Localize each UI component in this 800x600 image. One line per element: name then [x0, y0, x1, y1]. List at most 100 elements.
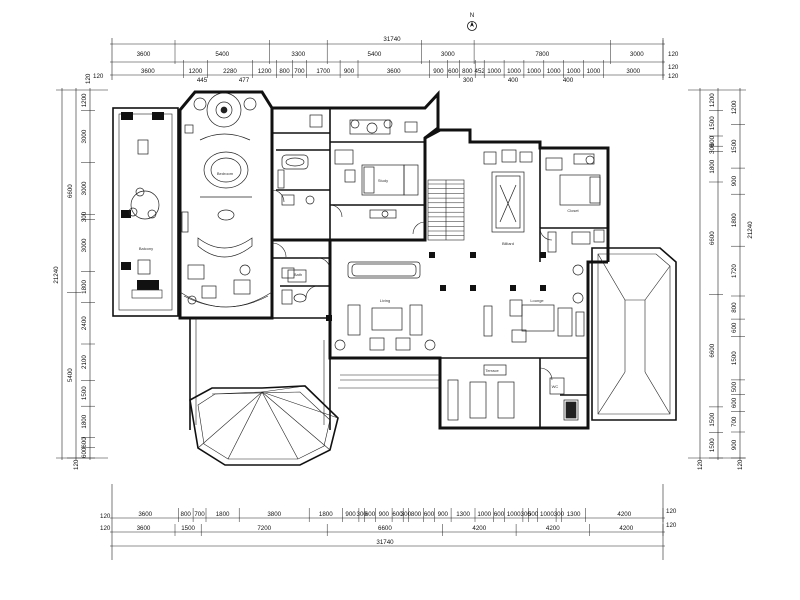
bottom-dim-a-8: 600	[365, 511, 376, 518]
exterior-walls	[112, 90, 677, 430]
left-dim-b-6: 2400	[81, 316, 88, 330]
bottom-dim-b-5: 4200	[546, 525, 560, 532]
bottom-dim-b-1: 1500	[181, 525, 195, 532]
stair-steps	[428, 183, 464, 236]
room-label-billiard: Billiard	[502, 241, 514, 246]
right-dim-b-4: 1720	[731, 264, 738, 278]
left-dim-b-2: 3000	[81, 181, 88, 195]
billiard-room-furniture	[483, 149, 533, 233]
top-dim-b-7: 900	[344, 68, 355, 75]
left-dim-b-0: 1200	[81, 93, 88, 107]
top-dim-c-4: 400	[563, 77, 574, 84]
left-top-end-mark: 120	[85, 73, 92, 84]
left-dim-b-10: 600	[81, 437, 88, 448]
bottom-dim-a-18: 1000	[507, 511, 521, 518]
bottom-dim-a-15: 1300	[456, 511, 470, 518]
staircase	[427, 179, 465, 241]
right-dim-b-5: 800	[731, 302, 738, 313]
room-label-closet: Closet	[567, 208, 579, 213]
bottom-dim-a-13: 600	[424, 511, 435, 518]
left-dim-b-7: 2100	[81, 355, 88, 369]
top-dim-a-6: 3000	[630, 51, 644, 58]
right-dim-b-10: 700	[731, 416, 738, 427]
bottom-dim-a-21: 1000	[540, 511, 554, 518]
left-dim-b-3: 300	[81, 211, 88, 222]
top-dim-b-8: 3600	[387, 68, 401, 75]
top-dim-a-0: 3600	[137, 51, 151, 58]
bottom-dim-b-4: 4200	[472, 525, 486, 532]
bottom-right-end-mark-1: 120	[666, 508, 677, 515]
living-furniture	[334, 261, 585, 351]
top-dim-b-14: 1000	[507, 68, 521, 75]
left-dim-b-4: 3000	[81, 238, 88, 252]
right-dim-a-8: 1500	[709, 438, 716, 452]
bottom-dim-b-2: 7200	[257, 525, 271, 532]
top-dim-b-12: 452	[475, 68, 486, 75]
bottom-left-end-mark-1: 120	[100, 513, 111, 520]
bottom-dim-a-23: 1300	[567, 511, 581, 518]
top-dim-a-5: 7800	[535, 51, 549, 58]
bottom-dim-b-0: 3600	[137, 525, 151, 532]
left-bottom-end-mark: 120	[73, 459, 80, 470]
right-dimension-inner: 1200150090018001720800600150050060070090…	[731, 100, 745, 459]
right-dim-a-7: 1500	[709, 412, 716, 426]
bottom-dim-a-6: 900	[345, 511, 356, 518]
left-dim-b-5: 1800	[81, 280, 88, 294]
left-dimension-chain	[56, 88, 108, 460]
bottom-dim-a-9: 900	[379, 511, 390, 518]
right-bedroom-furniture	[545, 153, 605, 276]
right-dim-a-2: 600	[709, 135, 716, 146]
left-dim-b-11: 600	[81, 447, 88, 458]
top-total-dimension: 31740	[383, 36, 401, 43]
room-label-bath: Bath	[294, 272, 302, 277]
top-dim-b-18: 1000	[587, 68, 601, 75]
balcony-planters	[121, 112, 164, 299]
right-dim-a-4: 1800	[709, 159, 716, 173]
top-dim-c-2: 300	[463, 77, 474, 84]
bottom-dim-a-22: 300	[554, 511, 565, 518]
top-end-mark-2: 120	[668, 64, 679, 71]
bottom-total-dimension: 31740	[376, 539, 394, 546]
room-label-terrace: Terrace	[485, 368, 499, 373]
top-dim-b-15: 1000	[527, 68, 541, 75]
right-dim-b-3: 1800	[731, 213, 738, 227]
bottom-dim-a-20: 500	[528, 511, 539, 518]
room-label-bedroom: Bedroom	[217, 171, 234, 176]
north-label: N	[470, 12, 474, 19]
bottom-dim-a-4: 3800	[267, 511, 281, 518]
top-dim-c-1: 477	[239, 77, 250, 84]
top-dim-c-0: 445	[197, 77, 208, 84]
right-dim-b-8: 500	[731, 381, 738, 392]
right-dim-b-0: 1200	[731, 100, 738, 114]
top-dim-a-3: 5400	[368, 51, 382, 58]
top-left-end-mark: 120	[93, 73, 104, 80]
top-dim-b-17: 1000	[567, 68, 581, 75]
bottom-dim-b-3: 6600	[378, 525, 392, 532]
top-dim-b-19: 3000	[626, 68, 640, 75]
top-end-mark-3: 120	[668, 73, 679, 80]
bottom-dim-a-2: 700	[194, 511, 205, 518]
top-dim-a-4: 3000	[441, 51, 455, 58]
bottom-dim-b-6: 4200	[619, 525, 633, 532]
left-dim-a-0: 6600	[67, 184, 74, 198]
room-label-balcony: Balcony	[139, 246, 153, 251]
right-dim-b-1: 1500	[731, 139, 738, 153]
bedroom-furniture	[334, 119, 419, 219]
bottom-dim-a-24: 4200	[617, 511, 631, 518]
bottom-dim-a-3: 1800	[216, 511, 230, 518]
top-dim-b-10: 600	[448, 68, 459, 75]
room-label-wc: WC	[552, 384, 559, 389]
top-dim-b-2: 2280	[223, 68, 237, 75]
bottom-dim-a-16: 1000	[477, 511, 491, 518]
top-dim-b-0: 3600	[141, 68, 155, 75]
top-dim-b-16: 1000	[547, 68, 561, 75]
right-dim-b-11: 900	[731, 439, 738, 450]
octagon-wing-curved-wall	[179, 291, 273, 308]
bottom-dim-a-7: 300	[357, 511, 368, 518]
right-total-dimension: 21240	[747, 221, 754, 239]
